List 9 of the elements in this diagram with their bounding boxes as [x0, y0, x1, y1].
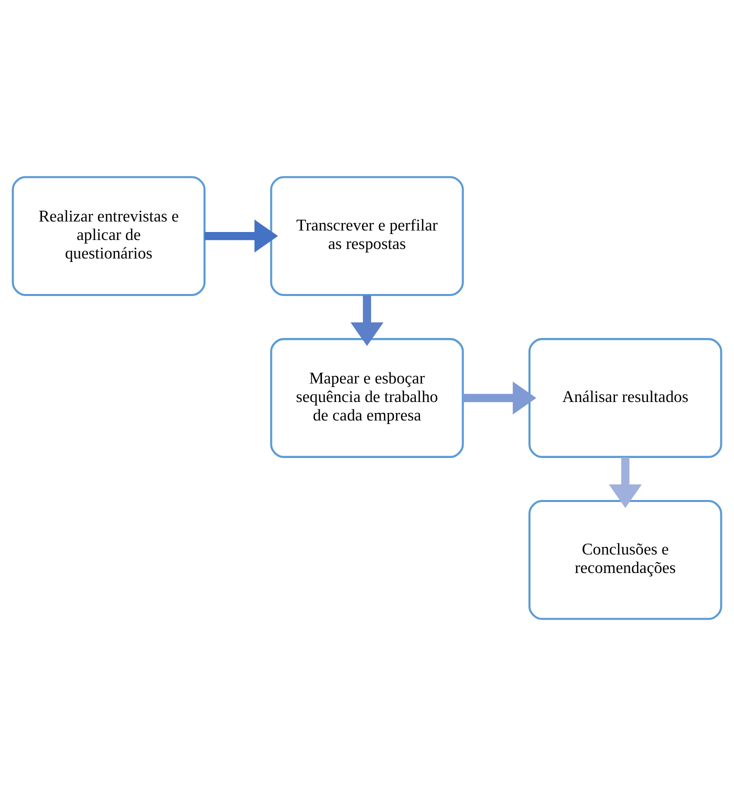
node-box: Análisar resultados: [528, 338, 722, 458]
node-box: Mapear e esboçar sequência de trabalho de cada empresa: [270, 338, 464, 458]
arrow: [204, 220, 278, 253]
node-box: Conclusões e recomendações: [528, 500, 722, 620]
node-box: Realizar entrevistas e aplicar de questionários: [12, 176, 206, 296]
node-box: Transcrever e perfilar as respostas: [270, 176, 464, 296]
arrow: [608, 457, 642, 508]
arrow: [350, 295, 384, 346]
arrow: [462, 382, 536, 414]
